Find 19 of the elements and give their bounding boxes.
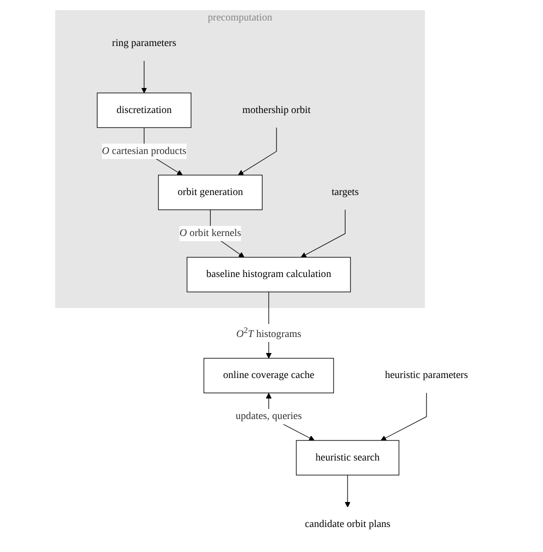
node-text: targets bbox=[332, 186, 360, 198]
arrow bbox=[380, 392, 428, 441]
arrow bbox=[345, 474, 351, 508]
edge-label: updates, queries bbox=[236, 410, 302, 422]
node-text: mothership orbit bbox=[242, 104, 311, 116]
node-box: heuristic search bbox=[296, 440, 400, 476]
arrow bbox=[301, 209, 346, 258]
node-box: online coverage cache bbox=[204, 358, 334, 394]
node-text: ring parameters bbox=[112, 38, 177, 49]
node-text: candidate orbit plans bbox=[305, 518, 391, 530]
node-box: orbit generation bbox=[158, 174, 263, 210]
arrow bbox=[238, 127, 278, 176]
node-text: heuristic parameters bbox=[385, 370, 468, 381]
edge-label: O cartesian products bbox=[102, 146, 187, 156]
node-box: baseline histogram calculation bbox=[187, 256, 352, 292]
arrow bbox=[142, 60, 148, 94]
edge-label: O$^{2}$T histograms bbox=[236, 325, 302, 340]
node-box: discretization bbox=[97, 92, 192, 128]
edge-label: O orbit kernels bbox=[180, 228, 242, 239]
